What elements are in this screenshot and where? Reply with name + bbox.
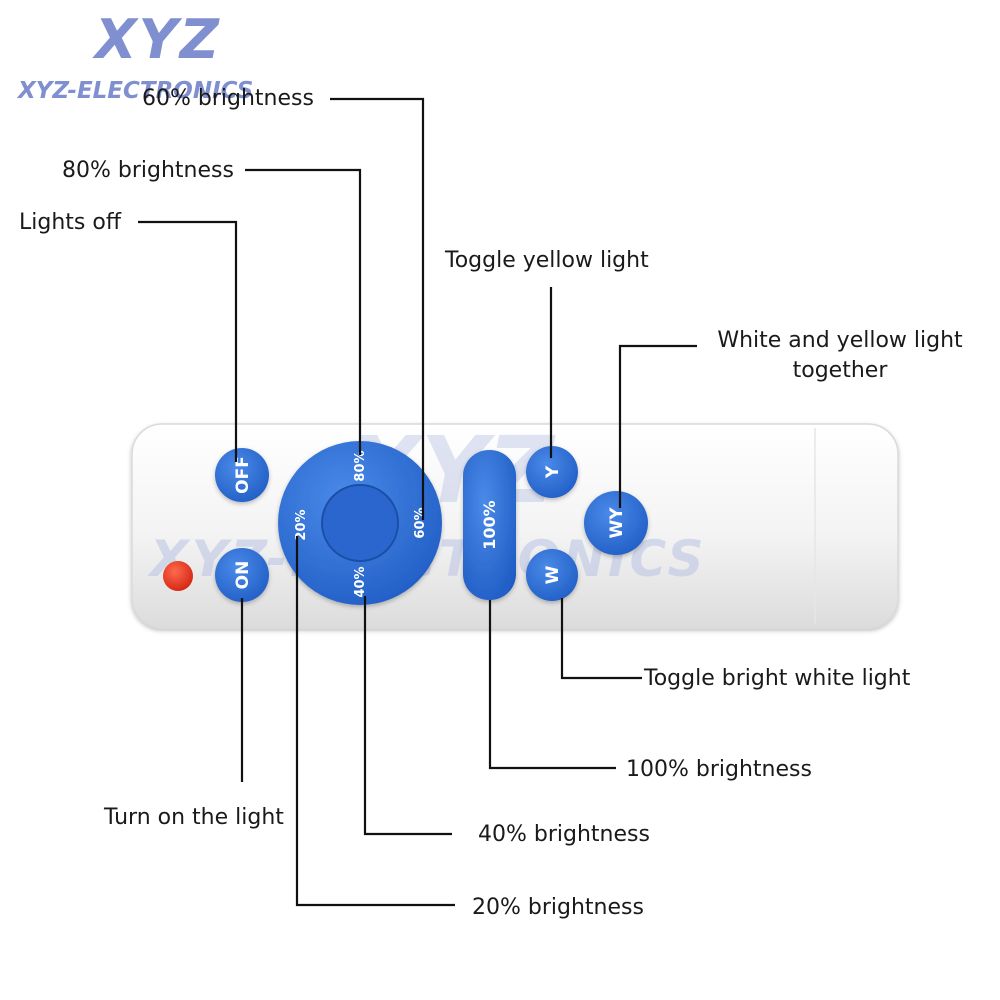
- watermark-logo: XYZ XYZ-ELECTRONICS: [16, 8, 253, 104]
- leader-white: [560, 598, 642, 680]
- leader-40: [363, 596, 452, 836]
- leader-wy: [618, 344, 697, 508]
- wheel-label-80: 80%: [353, 450, 368, 481]
- leader-off: [138, 220, 238, 462]
- callout-toggle-white: Toggle bright white light: [643, 666, 911, 691]
- on-button-label: ON: [233, 561, 253, 590]
- watermark-brand-text: XYZ-ELECTRONICS: [16, 78, 253, 104]
- callout-80: 80% brightness: [62, 158, 234, 183]
- yellow-button[interactable]: Y: [526, 446, 578, 498]
- wheel-label-40: 40%: [353, 566, 368, 597]
- off-button-label: OFF: [233, 456, 253, 494]
- callout-turn-on: Turn on the light: [103, 805, 284, 830]
- white-button[interactable]: W: [526, 549, 578, 601]
- callout-white-yellow-1: White and yellow light: [717, 328, 963, 353]
- wheel-center-button[interactable]: [321, 484, 399, 562]
- brightness-100-label: 100%: [480, 500, 499, 549]
- leader-80: [245, 168, 362, 455]
- white-yellow-button[interactable]: WY: [584, 491, 648, 555]
- on-button[interactable]: ON: [215, 548, 269, 602]
- wheel-label-20: 20%: [294, 509, 309, 540]
- callout-lights-off: Lights off: [19, 210, 122, 235]
- brightness-wheel[interactable]: 80% 60% 40% 20%: [278, 441, 442, 605]
- callout-100: 100% brightness: [626, 757, 812, 782]
- white-button-label: W: [543, 565, 563, 584]
- wheel-label-60: 60%: [413, 507, 428, 538]
- callout-20: 20% brightness: [472, 895, 644, 920]
- watermark-logo-text: XYZ: [92, 8, 221, 71]
- callout-toggle-yellow: Toggle yellow light: [444, 248, 649, 273]
- leader-lines: [138, 97, 697, 907]
- white-yellow-button-label: WY: [607, 507, 627, 539]
- brightness-100-button[interactable]: 100%: [463, 450, 516, 600]
- callout-40: 40% brightness: [478, 822, 650, 847]
- indicator-led: [163, 561, 193, 591]
- callout-white-yellow-2: together: [793, 358, 889, 383]
- leader-20: [295, 536, 455, 907]
- callouts: 60% brightness 80% brightness Lights off…: [19, 86, 963, 920]
- yellow-button-label: Y: [543, 465, 563, 479]
- leader-100: [488, 600, 616, 770]
- remote-control: XYZ XYZ-ELECTRONICS OFF ON 80% 60% 40% 2…: [131, 417, 899, 629]
- callout-60: 60% brightness: [142, 86, 314, 111]
- leader-60: [330, 97, 425, 520]
- off-button[interactable]: OFF: [215, 448, 269, 502]
